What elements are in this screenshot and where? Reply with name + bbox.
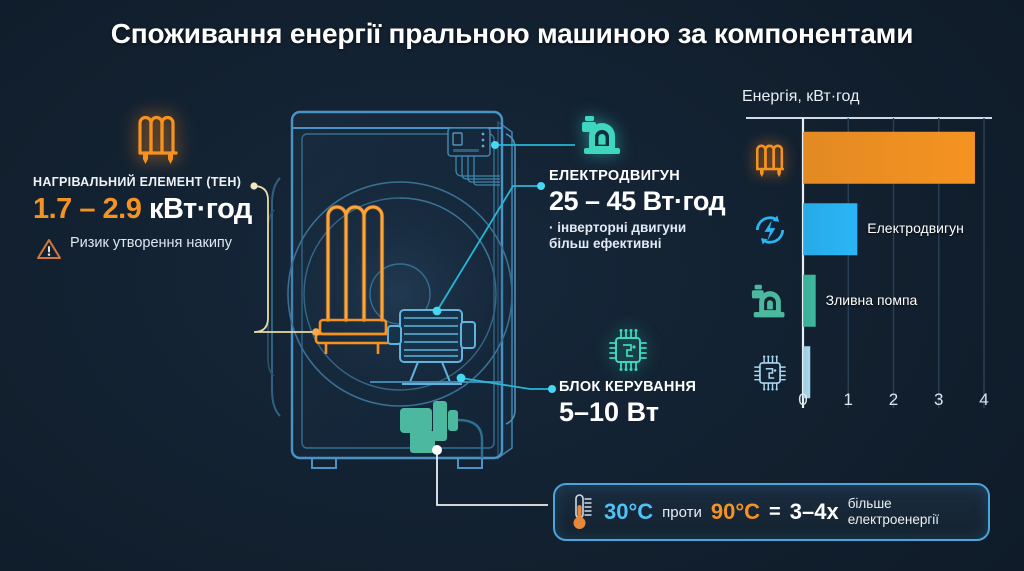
heater-value-number: 1.7 – 2.9: [33, 193, 142, 225]
heating-element-icon: [756, 144, 784, 177]
motor-note: · інверторні двигуни більш ефективні: [549, 220, 687, 251]
machine-motor: [387, 309, 476, 385]
machine-drain-pump: [400, 401, 458, 453]
motor-callout: ЕЛЕКТРОДВИГУН 25 – 45 Вт·год · інверторн…: [549, 168, 764, 252]
chart-x-tick-label: 0: [798, 390, 808, 409]
machine-drain-hose: [457, 418, 484, 458]
temperature-banner: 30°C проти 90°C = 3–4x більше електроене…: [553, 483, 990, 541]
chart-x-tick-label: 1: [843, 390, 853, 409]
control-value: 5–10 Вт: [559, 397, 659, 427]
chart-bar: [803, 131, 975, 184]
chart-x-tick-label: 3: [934, 390, 944, 409]
chart-bar-label: Зливна помпа: [825, 291, 918, 308]
chart-row-icon-2: [748, 208, 792, 252]
thermometer-icon: [573, 494, 592, 529]
page-title: Споживання енергії пральною машиною за к…: [110, 18, 914, 49]
chart-bar: [803, 346, 811, 399]
warning-triangle-icon: [37, 239, 61, 259]
washing-machine-illustration: [267, 110, 516, 469]
banner-cold-temp: 30°C: [604, 499, 654, 524]
chart-x-tick-label: 4: [979, 390, 989, 409]
heater-value-unit: кВт·год: [148, 193, 252, 225]
drain-pump-icon: [582, 116, 620, 154]
heater-label: НАГРІВАЛЬНИЙ ЕЛЕМЕНТ (ТЕН): [33, 175, 242, 189]
chart-row-icon-3: [748, 280, 792, 324]
banner-multiplier: 3–4x: [789, 499, 839, 524]
chart-x-tick-label: 2: [888, 390, 899, 409]
heating-element-icon: [138, 115, 178, 164]
heater-warning-text: Ризик утворення накипу: [70, 235, 233, 251]
motor-label: ЕЛЕКТРОДВИГУН: [549, 168, 680, 184]
machine-control-panel: [447, 127, 500, 186]
chip-icon: [609, 329, 647, 371]
motor-icon: [755, 215, 785, 245]
chart-bar-label: Електродвигун: [867, 220, 964, 237]
banner-versus: проти: [662, 503, 702, 521]
heater-callout: НАГРІВАЛЬНИЙ ЕЛЕМЕНТ (ТЕН) 1.7 – 2.9 кВт…: [24, 105, 292, 261]
banner-tail-line2: електроенергії: [847, 512, 940, 527]
chip-icon: [754, 355, 786, 391]
chart-title: Енергія, кВт·год: [742, 88, 860, 105]
control-callout: БЛОК КЕРУВАННЯ 5–10 Вт: [559, 325, 774, 428]
banner-hot-temp: 90°C: [710, 499, 761, 524]
machine-drum-outer: [287, 181, 513, 407]
chart-row-icon-4: [748, 351, 792, 395]
machine-door-edge: [267, 177, 281, 417]
motor-value: 25 – 45 Вт·год: [549, 186, 726, 216]
chart-bar: [803, 203, 858, 256]
banner-tail: більше електроенергії: [848, 496, 939, 527]
chart-x-axis: 0 1 2 3 4: [736, 388, 1004, 416]
chart-bar: [803, 274, 816, 327]
control-label: БЛОК КЕРУВАННЯ: [559, 379, 697, 395]
machine-heating-element: [314, 204, 392, 354]
machine-feet: [311, 458, 483, 469]
chart-svg: [746, 117, 992, 408]
heater-warning: Ризик утворення накипу: [24, 235, 292, 261]
drain-pump-icon: [751, 284, 785, 318]
chart-row-icon-1: [748, 137, 792, 181]
banner-tail-line1: більше: [847, 496, 892, 512]
heater-value: 1.7 – 2.9 кВт·год: [24, 193, 292, 226]
banner-equals: =: [769, 500, 781, 523]
